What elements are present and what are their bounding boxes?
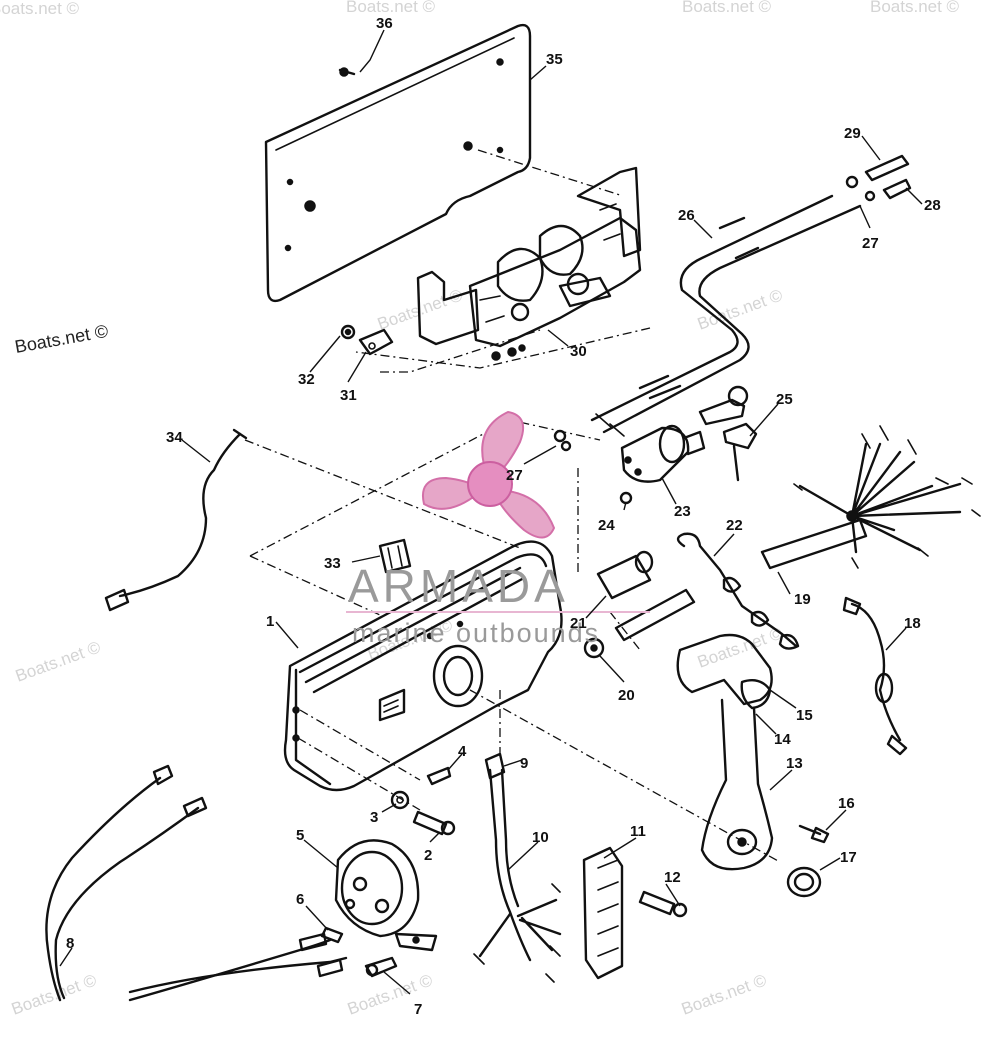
callout-label: 15	[796, 707, 813, 724]
wire-leads-8	[45, 764, 348, 1002]
switch-21	[596, 550, 654, 600]
washer-3	[390, 790, 410, 810]
callout-label: 21	[570, 615, 587, 632]
cotter-29	[864, 154, 910, 182]
callout-label: 17	[840, 849, 857, 866]
watermark-text: Boats.net ©	[870, 0, 960, 16]
callout-numbers: 36 35 29 28 26 27 30 32 31 25 34 27 23 2…	[66, 15, 941, 1018]
callout-label: 27	[862, 235, 879, 252]
fastener-27-upper	[845, 175, 876, 202]
callout-label: 35	[546, 51, 563, 68]
kill-switch-lead-18	[842, 596, 908, 756]
nut-32	[340, 324, 356, 340]
callout-label: 6	[296, 891, 304, 908]
callout-label: 18	[904, 615, 921, 632]
callout-label: 24	[598, 517, 615, 534]
ignition-keys	[698, 385, 758, 482]
callout-label: 5	[296, 827, 304, 844]
callout-label: 16	[838, 795, 855, 812]
watermark-text: Boats.net ©	[0, 0, 80, 18]
leader-lines	[59, 29, 923, 995]
callout-label: 4	[458, 743, 467, 760]
screw-12	[638, 890, 688, 918]
wire-harness-10	[473, 752, 562, 983]
callout-label: 28	[924, 197, 941, 214]
warning-horn-5	[334, 839, 438, 952]
nut-24	[619, 491, 633, 505]
watermark-text: Boats.net ©	[695, 623, 786, 671]
callout-label: 11	[630, 823, 646, 840]
control-housing	[283, 540, 563, 792]
callout-label: 33	[324, 555, 341, 572]
watermark-text: Boats.net ©	[679, 970, 770, 1018]
callout-label: 14	[774, 731, 791, 748]
callout-label: 25	[776, 391, 793, 408]
brand-tagline: marine outbounds	[352, 618, 600, 648]
screw-4	[426, 766, 452, 786]
callout-label: 27	[506, 467, 523, 484]
screw-36	[338, 67, 356, 77]
tube-19	[760, 518, 868, 570]
watermark-text: Boats.net ©	[346, 0, 436, 16]
callout-label: 7	[414, 1001, 422, 1018]
wire-harness	[793, 425, 981, 569]
callout-label: 36	[376, 15, 393, 32]
callout-label: 30	[570, 343, 587, 360]
nut-20	[583, 637, 605, 659]
bolt-2	[412, 810, 456, 836]
callout-label: 34	[166, 429, 183, 446]
watermark-text: Boats.net ©	[695, 285, 786, 333]
brand-logo: ARMADA marine outbounds	[346, 410, 650, 648]
control-mechanism	[416, 166, 642, 361]
terminal-block-11	[582, 846, 624, 980]
ignition-switch	[620, 424, 706, 483]
callout-label: 13	[786, 755, 803, 772]
chain-22	[676, 532, 800, 650]
callout-label: 20	[618, 687, 635, 704]
control-handle	[676, 633, 774, 871]
callout-label: 9	[520, 755, 528, 772]
faint-watermarks: Boats.net © Boats.net © Boats.net © Boat…	[0, 0, 960, 1019]
fastener-27-lower	[553, 429, 572, 452]
callout-label: 10	[532, 829, 549, 846]
callout-label: 8	[66, 935, 74, 952]
watermark-text: Boats.net ©	[13, 637, 104, 685]
watermark-text: Boats.net ©	[682, 0, 772, 16]
callout-label: 22	[726, 517, 743, 534]
callout-label: 19	[794, 591, 811, 608]
callout-label: 31	[340, 387, 357, 404]
rod-sleeve	[614, 588, 696, 642]
callout-label: 29	[844, 125, 861, 142]
callout-label: 2	[424, 847, 432, 864]
screw-7	[364, 956, 398, 978]
callout-label: 23	[674, 503, 691, 520]
callout-label: 32	[298, 371, 315, 388]
pin-28	[882, 178, 912, 200]
wire-lead-34	[104, 428, 248, 612]
propeller-hub	[467, 461, 513, 507]
credit-watermark: Boats.net ©	[13, 321, 109, 357]
brand-name: ARMADA	[348, 560, 569, 612]
callout-label: 3	[370, 809, 378, 826]
clip-31	[358, 328, 394, 356]
callout-label: 1	[266, 613, 274, 630]
cap-17	[786, 866, 822, 898]
callout-label: 12	[664, 869, 681, 886]
callout-label: 26	[678, 207, 695, 224]
mounting-plate	[264, 23, 532, 303]
screw-16	[798, 824, 830, 844]
clip-33	[378, 538, 412, 574]
throttle-shift-cables	[590, 194, 862, 437]
